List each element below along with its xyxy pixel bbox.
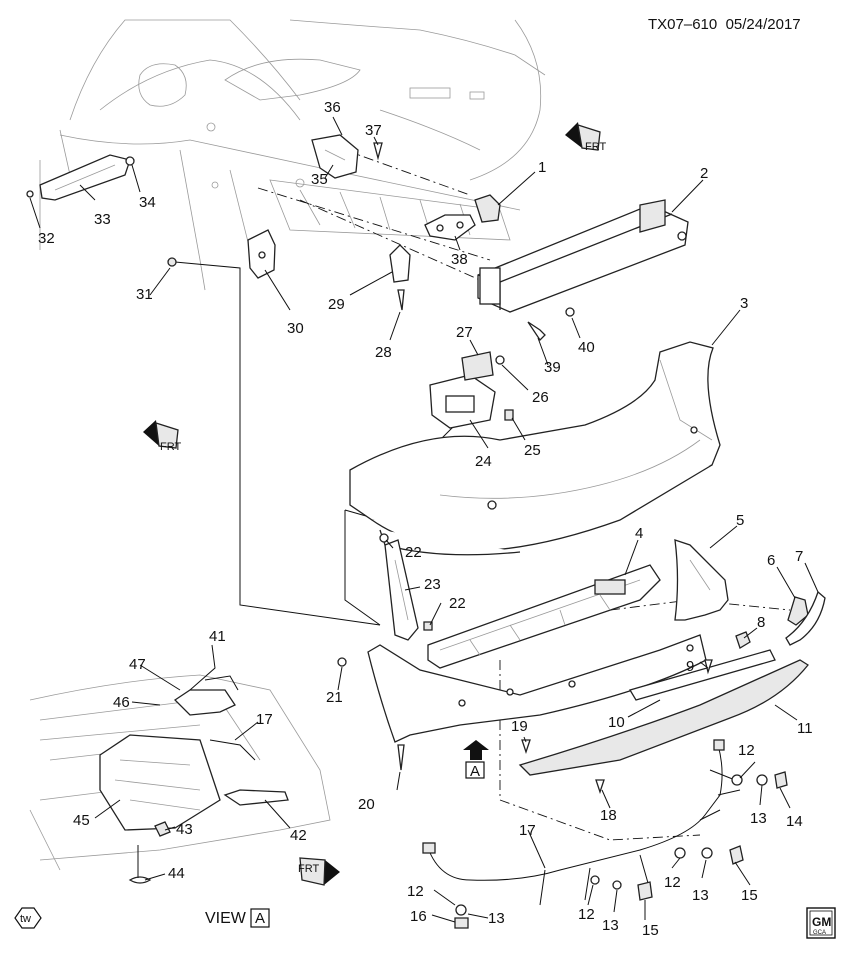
part-24-bracket: [429, 374, 496, 429]
callout-38: 38: [451, 251, 468, 268]
callout-37: 37: [365, 122, 382, 139]
part-11-skid-plate: [518, 659, 809, 776]
callout-7: 7: [795, 548, 803, 565]
callout-39: 39: [544, 359, 561, 376]
callout-numbers: 1 2 3 4 5 6 7 8 9 10 11 12 13 14 15 12 1…: [38, 99, 813, 939]
callout-24: 24: [475, 453, 492, 470]
diagram-header: TX07–610 05/24/2017: [648, 16, 801, 33]
callout-22a: 22: [405, 544, 422, 561]
callout-10: 10: [608, 714, 625, 731]
view-a-arrow: A: [463, 740, 489, 780]
callout-34: 34: [139, 194, 156, 211]
callout-12a: 12: [738, 742, 755, 759]
callout-11: 11: [797, 720, 813, 737]
frt-indicator-mid: FRT: [143, 420, 181, 453]
part-6-reflector: [787, 596, 809, 626]
callout-12d: 12: [407, 883, 424, 900]
callout-36: 36: [324, 99, 341, 116]
callout-5: 5: [736, 512, 744, 529]
callout-40: 40: [578, 339, 595, 356]
callout-43: 43: [176, 821, 193, 838]
callout-3: 3: [740, 295, 748, 312]
callout-15b: 15: [642, 922, 659, 939]
callout-42: 42: [290, 827, 307, 844]
callout-14: 14: [786, 813, 803, 830]
gm-badge-subtext: GCA: [813, 930, 826, 936]
callout-16: 16: [410, 908, 427, 925]
callout-22b: 22: [449, 595, 466, 612]
callout-47: 47: [129, 656, 146, 673]
callout-19: 19: [511, 718, 528, 735]
vehicle-rear-body: [39, 19, 546, 291]
callout-41: 41: [209, 628, 226, 645]
callout-6: 6: [767, 552, 775, 569]
callout-32: 32: [38, 230, 55, 247]
callout-20: 20: [358, 796, 375, 813]
callout-13c: 13: [602, 917, 619, 934]
part-7-molding: [785, 590, 826, 646]
part-33-bracket: [26, 154, 135, 201]
callout-12c: 12: [578, 906, 595, 923]
callout-21: 21: [326, 689, 343, 706]
callout-9: 9: [686, 658, 694, 675]
callout-26: 26: [532, 389, 549, 406]
callout-44: 44: [168, 865, 185, 882]
callout-33: 33: [94, 211, 111, 228]
callout-13a: 13: [750, 810, 767, 827]
callout-17b: 17: [256, 711, 273, 728]
fasteners: [167, 142, 713, 795]
view-a-arrow-ref: A: [470, 763, 480, 780]
part-27-module: [461, 351, 494, 381]
callout-35: 35: [311, 171, 328, 188]
part-29-guide: [389, 244, 411, 283]
frt-label-bottom: FRT: [298, 863, 319, 875]
callout-25: 25: [524, 442, 541, 459]
callout-2: 2: [700, 165, 708, 182]
part-1-bracket: [474, 194, 501, 223]
tw-badge-text: tw: [20, 913, 31, 925]
frt-label-top: FRT: [585, 141, 606, 153]
part-17-wiring-harness: [422, 739, 788, 929]
diagram-code: TX07–610: [648, 16, 718, 33]
view-a-caption: VIEW A: [205, 908, 270, 928]
callout-8: 8: [757, 614, 765, 631]
part-38-bracket: [424, 214, 476, 241]
frt-label-mid: FRT: [160, 441, 181, 453]
callout-17a: 17: [519, 822, 536, 839]
callout-45: 45: [73, 812, 90, 829]
gm-badge-text: GM: [812, 915, 831, 929]
callout-1: 1: [538, 159, 546, 176]
callout-15a: 15: [741, 887, 758, 904]
part-2-bumper-reinforcement: [477, 199, 689, 313]
callout-29: 29: [328, 296, 345, 313]
part-10-molding: [629, 649, 776, 701]
gm-logo: GM GCA: [806, 907, 836, 939]
callout-30: 30: [287, 320, 304, 337]
view-ref: A: [255, 910, 265, 927]
tw-icon: tw: [14, 907, 42, 929]
callout-leaders: [29, 116, 819, 923]
callout-13b: 13: [692, 887, 709, 904]
frt-indicator-top: FRT: [565, 122, 606, 153]
callout-31: 31: [136, 286, 153, 303]
part-36-bracket: [311, 134, 359, 179]
callout-12b: 12: [664, 874, 681, 891]
part-30-bracket: [247, 229, 276, 279]
part-5-fascia-support: [674, 539, 729, 621]
callout-27: 27: [456, 324, 473, 341]
frt-indicator-bottom: FRT: [298, 857, 340, 886]
part-4-energy-absorber: [427, 564, 661, 669]
view-a-inset: [29, 674, 331, 884]
part-23-bracket: [384, 539, 419, 641]
view-label: VIEW: [205, 910, 247, 927]
part-3-bumper-fascia: [349, 341, 721, 556]
callout-13d: 13: [488, 910, 505, 927]
callout-23: 23: [424, 576, 441, 593]
callout-4: 4: [635, 525, 643, 542]
callout-18: 18: [600, 807, 617, 824]
callout-28: 28: [375, 344, 392, 361]
diagram-date: 05/24/2017: [725, 16, 801, 33]
callout-46: 46: [113, 694, 130, 711]
